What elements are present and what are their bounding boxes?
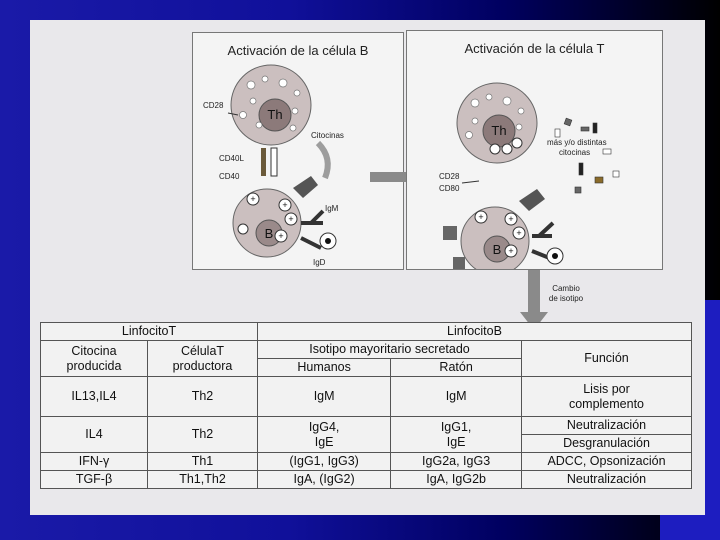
svg-text:+: + bbox=[478, 212, 483, 222]
t-cell-activation-diagram: Th CD28 CD80 B ++++ más y/o distinta bbox=[407, 31, 662, 269]
b-cell-activation-diagram: Th CD28 Citocinas CD40L CD40 B ++++ IgM bbox=[193, 33, 403, 269]
th-label: Th bbox=[267, 107, 282, 122]
table-header-row-1: LinfocitoT LinfocitoB bbox=[41, 323, 692, 341]
svg-text:+: + bbox=[288, 214, 293, 224]
table-row: IL13,IL4 Th2 IgM IgM Lisis por complemen… bbox=[41, 377, 692, 417]
cd80-label: CD80 bbox=[439, 184, 460, 193]
table-row: IL4 Th2 IgG4, IgE IgG1, IgE Neutralizaci… bbox=[41, 417, 692, 435]
cell-funcion: Desgranulación bbox=[522, 435, 692, 453]
svg-text:+: + bbox=[508, 246, 513, 256]
col-header-funcion: Función bbox=[522, 341, 692, 377]
cell-humanos: IgG4, IgE bbox=[258, 417, 391, 453]
col-header-raton: Ratón bbox=[391, 359, 522, 377]
cd40l-receptor bbox=[261, 148, 266, 176]
svg-text:+: + bbox=[508, 214, 513, 224]
cd28-label: CD28 bbox=[439, 172, 460, 181]
col-header-isotipo: Isotipo mayoritario secretado bbox=[258, 341, 522, 359]
cd40-receptor bbox=[271, 148, 277, 176]
svg-text:+: + bbox=[278, 231, 283, 241]
group-header-linfocito-b: LinfocitoB bbox=[258, 323, 692, 341]
b-label: B bbox=[493, 242, 502, 257]
citocinas-label: Citocinas bbox=[311, 131, 344, 140]
table-row: TGF-β Th1,Th2 IgA, (IgG2) IgA, IgG2b Neu… bbox=[41, 471, 692, 489]
group-header-linfocito-t: LinfocitoT bbox=[41, 323, 258, 341]
cell-humanos: IgA, (IgG2) bbox=[258, 471, 391, 489]
citocinas-arrow bbox=[318, 143, 328, 178]
igd-label: IgD bbox=[313, 258, 326, 267]
cell-citocina: TGF-β bbox=[41, 471, 148, 489]
cell-raton: IgM bbox=[391, 377, 522, 417]
cell-raton: IgG1, IgE bbox=[391, 417, 522, 453]
svg-text:+: + bbox=[516, 228, 521, 238]
cell-funcion: Lisis por complemento bbox=[522, 377, 692, 417]
panel-b-activation: Activación de la célula B Th CD28 Citoci… bbox=[192, 32, 404, 270]
cell-citocina: IL13,IL4 bbox=[41, 377, 148, 417]
col-header-humanos: Humanos bbox=[258, 359, 391, 377]
svg-text:+: + bbox=[250, 194, 255, 204]
igm-receptor bbox=[293, 176, 318, 198]
cambio-isotipo-label: Cambio de isotipo bbox=[536, 284, 596, 304]
svg-text:+: + bbox=[282, 200, 287, 210]
b-label: B bbox=[265, 226, 274, 241]
cell-celula: Th1,Th2 bbox=[148, 471, 258, 489]
cell-citocina: IL4 bbox=[41, 417, 148, 453]
cd40-label: CD40 bbox=[219, 172, 240, 181]
receptor-square bbox=[443, 226, 457, 240]
cell-raton: IgG2a, IgG3 bbox=[391, 453, 522, 471]
col-header-celula: CélulaT productora bbox=[148, 341, 258, 377]
cd40l-label: CD40L bbox=[219, 154, 244, 163]
isotype-table: LinfocitoT LinfocitoB Citocina producida… bbox=[40, 322, 692, 489]
panel-t-activation: Activación de la célula T Th CD28 CD80 B bbox=[406, 30, 663, 270]
igm-label: IgM bbox=[325, 204, 339, 213]
cd28-label: CD28 bbox=[203, 101, 224, 110]
cell-citocina: IFN-γ bbox=[41, 453, 148, 471]
cell-funcion: ADCC, Opsonización bbox=[522, 453, 692, 471]
cell-funcion: Neutralización bbox=[522, 471, 692, 489]
cell-raton: IgA, IgG2b bbox=[391, 471, 522, 489]
cell-celula: Th2 bbox=[148, 377, 258, 417]
cell-humanos: IgM bbox=[258, 377, 391, 417]
table-header-row-2: Citocina producida CélulaT productora Is… bbox=[41, 341, 692, 359]
th-label: Th bbox=[491, 123, 506, 138]
col-header-citocina: Citocina producida bbox=[41, 341, 148, 377]
cell-humanos: (IgG1, IgG3) bbox=[258, 453, 391, 471]
cell-celula: Th1 bbox=[148, 453, 258, 471]
cell-celula: Th2 bbox=[148, 417, 258, 453]
table-row: IFN-γ Th1 (IgG1, IgG3) IgG2a, IgG3 ADCC,… bbox=[41, 453, 692, 471]
cell-funcion: Neutralización bbox=[522, 417, 692, 435]
